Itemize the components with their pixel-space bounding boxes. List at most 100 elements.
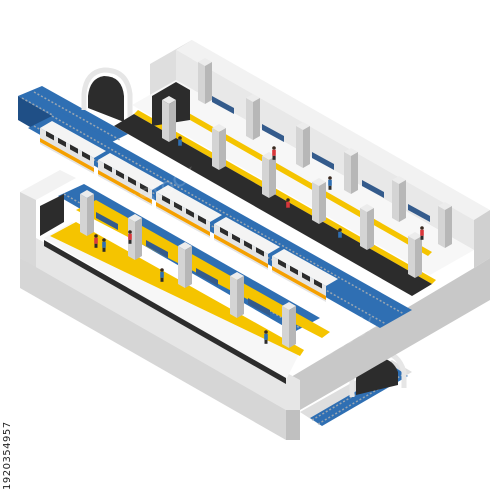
lower-tunnel-rail bbox=[311, 369, 399, 421]
passenger bbox=[160, 268, 164, 282]
station-sign bbox=[262, 124, 284, 142]
train-car bbox=[272, 249, 338, 302]
pillar-side bbox=[87, 194, 94, 236]
passenger-head bbox=[128, 230, 132, 234]
train-window bbox=[186, 208, 194, 218]
lower-platform-yellow-edge bbox=[50, 222, 304, 356]
upper-tunnel-portal bbox=[88, 76, 124, 122]
train-window bbox=[302, 272, 310, 282]
pillar bbox=[282, 302, 296, 348]
station-sign bbox=[248, 298, 270, 316]
train-window bbox=[128, 176, 136, 186]
pillar-face bbox=[262, 156, 269, 198]
train-car bbox=[156, 185, 222, 238]
stock-id-label: 1920354957 bbox=[2, 421, 13, 490]
passenger-head bbox=[272, 146, 276, 150]
passenger-head bbox=[328, 176, 332, 180]
train-window bbox=[278, 259, 286, 269]
passenger-legs bbox=[264, 339, 268, 344]
pillar bbox=[360, 204, 374, 250]
train-window bbox=[220, 227, 228, 237]
passenger-body bbox=[264, 333, 268, 340]
station-sign bbox=[408, 204, 430, 222]
upper-tunnel-track-bed bbox=[18, 86, 128, 146]
pillar-side bbox=[169, 100, 176, 142]
passenger-head bbox=[102, 238, 106, 242]
passenger-body bbox=[102, 241, 106, 248]
lower-level bbox=[40, 194, 330, 384]
pillar-side bbox=[445, 206, 452, 248]
train-car bbox=[40, 121, 106, 174]
pillar-face bbox=[392, 180, 399, 222]
train-car-stripe bbox=[40, 138, 94, 172]
pillar-side bbox=[303, 126, 310, 168]
passenger bbox=[272, 146, 276, 160]
passenger-legs bbox=[328, 185, 332, 190]
train-window bbox=[82, 151, 90, 161]
train-window bbox=[174, 201, 182, 212]
passenger-body bbox=[338, 231, 342, 238]
train-car-roof bbox=[214, 217, 280, 254]
passenger-legs bbox=[160, 277, 164, 282]
pillar-side bbox=[135, 218, 142, 260]
front-outer-wall-face bbox=[20, 258, 286, 440]
train-car-stripe bbox=[98, 170, 152, 204]
passenger-legs bbox=[128, 239, 132, 244]
passenger-head bbox=[286, 198, 290, 202]
passenger bbox=[286, 198, 290, 212]
pillar bbox=[262, 152, 276, 198]
passenger bbox=[94, 234, 98, 248]
pillar-face bbox=[198, 62, 205, 104]
front-outer-wall bbox=[36, 238, 300, 410]
train-window bbox=[70, 144, 78, 154]
train-window bbox=[162, 195, 170, 205]
train-window bbox=[244, 240, 252, 250]
pillar bbox=[178, 242, 192, 288]
upper-tunnel-arch bbox=[81, 67, 133, 124]
passenger-legs bbox=[102, 247, 106, 252]
front-left-outer-wall bbox=[20, 192, 36, 268]
pillar bbox=[438, 202, 452, 248]
pillar-side bbox=[237, 276, 244, 318]
pillar-face bbox=[438, 206, 445, 248]
passenger-body bbox=[420, 229, 424, 236]
train-car bbox=[98, 153, 164, 206]
passenger bbox=[420, 226, 424, 240]
passenger bbox=[338, 228, 342, 242]
pillar-side bbox=[415, 236, 422, 278]
lower-platform-front-strip bbox=[44, 240, 286, 384]
lower-tunnel-rail bbox=[317, 373, 405, 425]
train-car-roof bbox=[40, 121, 106, 158]
pillar-side bbox=[205, 62, 212, 104]
passenger-legs bbox=[338, 237, 342, 242]
passenger-legs bbox=[94, 243, 98, 248]
pillar-side bbox=[253, 98, 260, 140]
passenger-body bbox=[178, 139, 182, 146]
pillar-side bbox=[367, 208, 374, 250]
pillar-side bbox=[219, 128, 226, 170]
train-window bbox=[290, 265, 298, 276]
passengers bbox=[94, 136, 424, 344]
pillar bbox=[198, 58, 212, 104]
pillar bbox=[392, 176, 406, 222]
pillar bbox=[212, 124, 226, 170]
pillar-face bbox=[408, 236, 415, 278]
train-car-roof bbox=[272, 249, 338, 286]
pillar bbox=[296, 122, 310, 168]
train-car-stripe bbox=[156, 202, 210, 236]
passenger bbox=[328, 176, 332, 190]
pillar-side bbox=[351, 152, 358, 194]
train-window bbox=[314, 279, 322, 289]
train-car-stripe bbox=[272, 266, 326, 300]
passenger-head bbox=[178, 136, 182, 140]
central-rail bbox=[51, 115, 405, 315]
station-sign bbox=[362, 180, 384, 198]
back-right-wall-top bbox=[176, 40, 490, 220]
train-window bbox=[256, 247, 264, 257]
right-outer-wall-top bbox=[474, 210, 490, 268]
pillar-side bbox=[319, 182, 326, 224]
station-sign bbox=[312, 152, 334, 170]
passenger-legs bbox=[420, 235, 424, 240]
pillar bbox=[408, 232, 422, 278]
